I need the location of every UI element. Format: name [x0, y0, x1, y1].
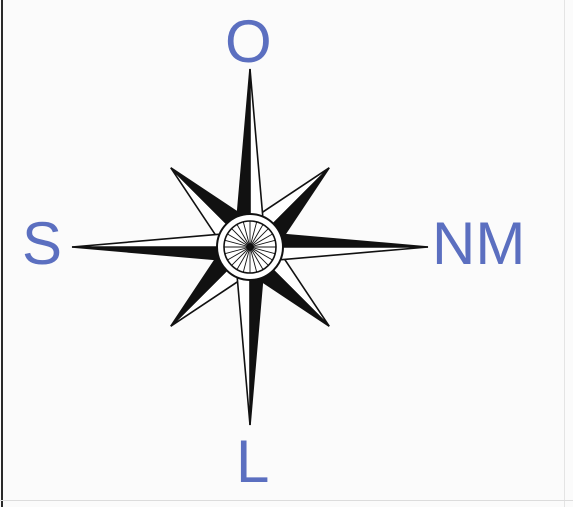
label-north: O: [225, 12, 272, 72]
hub-center-dot: [247, 244, 253, 250]
label-south: L: [236, 432, 269, 492]
label-west: S: [22, 214, 62, 274]
label-east: NM: [432, 214, 525, 274]
compass-star: [72, 69, 428, 425]
